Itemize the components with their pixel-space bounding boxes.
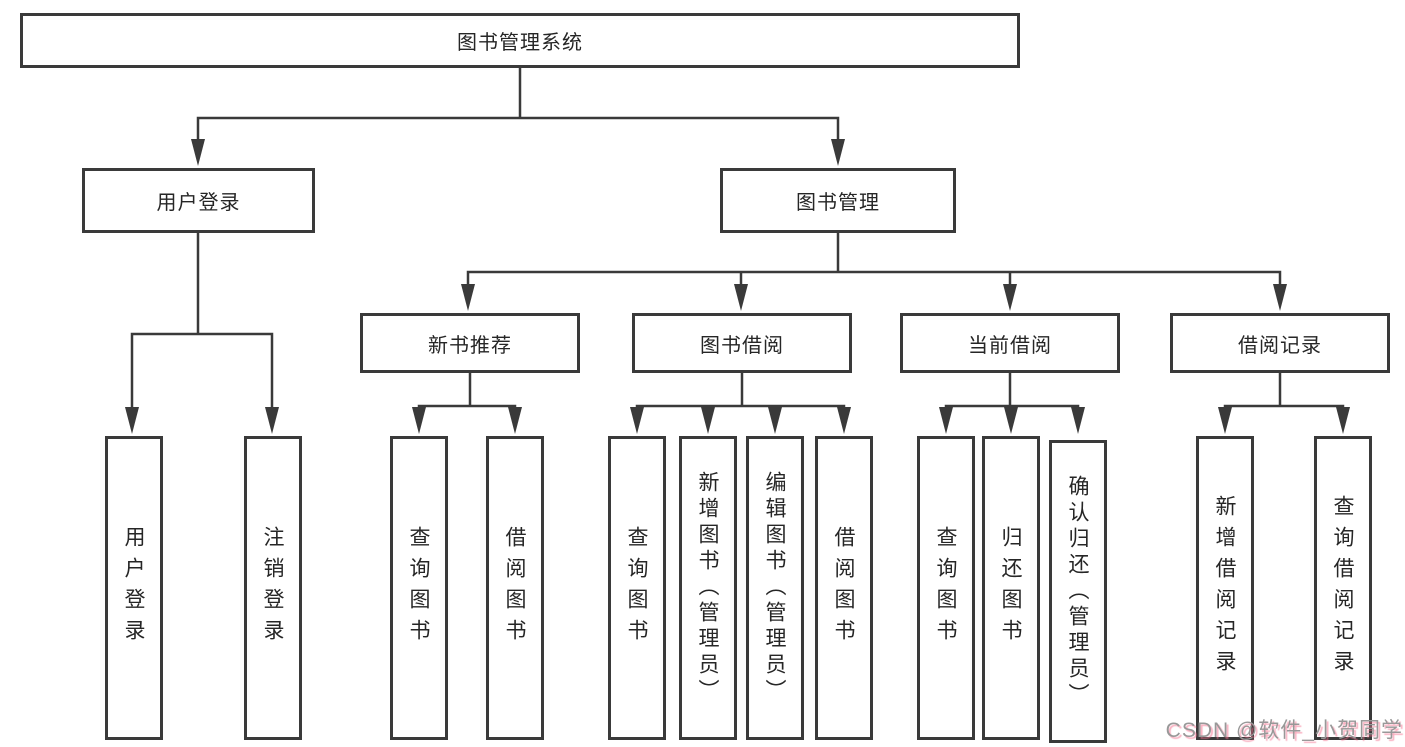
arrowhead-icon — [191, 139, 205, 166]
leaf-borrow-query-books: 查询图书 — [608, 436, 666, 740]
arrowhead-icon — [831, 139, 845, 166]
leaf-confirm-return-admin: 确认归还（管理员） — [1049, 440, 1107, 743]
arrowhead-icon — [768, 407, 782, 434]
node-book-management: 图书管理 — [720, 168, 956, 233]
leaf-recommend-query-books: 查询图书 — [390, 436, 448, 740]
node-borrowing-records: 借阅记录 — [1170, 313, 1390, 373]
arrowhead-icon — [701, 407, 715, 434]
arrowhead-icon — [1071, 407, 1085, 434]
node-root-library-system: 图书管理系统 — [20, 13, 1020, 68]
leaf-user-login: 用户登录 — [105, 436, 163, 740]
leaf-edit-books-admin: 编辑图书（管理员） — [746, 436, 804, 740]
arrowhead-icon — [1336, 407, 1350, 434]
leaf-logout: 注销登录 — [244, 436, 302, 740]
arrowhead-icon — [939, 407, 953, 434]
watermark-csdn: CSDN @软件_小贺同学 — [1165, 719, 1403, 742]
arrowhead-icon — [1003, 284, 1017, 311]
leaf-current-query-books: 查询图书 — [917, 436, 975, 740]
arrowhead-icon — [734, 284, 748, 311]
arrowhead-icon — [1004, 407, 1018, 434]
arrowhead-icon — [412, 407, 426, 434]
leaf-query-borrow-record: 查询借阅记录 — [1314, 436, 1372, 740]
leaf-add-borrow-record: 新增借阅记录 — [1196, 436, 1254, 740]
arrowhead-icon — [125, 407, 139, 434]
arrowhead-icon — [461, 284, 475, 311]
node-book-borrowing: 图书借阅 — [632, 313, 852, 373]
arrowhead-icon — [837, 407, 851, 434]
arrowhead-icon — [1218, 407, 1232, 434]
leaf-borrow-books: 借阅图书 — [815, 436, 873, 740]
leaf-return-books: 归还图书 — [982, 436, 1040, 740]
arrowhead-icon — [1273, 284, 1287, 311]
node-current-borrowing: 当前借阅 — [900, 313, 1120, 373]
tree-wires — [130, 66, 1345, 411]
arrowheads — [125, 139, 1350, 434]
node-user-login: 用户登录 — [82, 168, 315, 233]
node-new-book-recommendation: 新书推荐 — [360, 313, 580, 373]
leaf-add-books-admin: 新增图书（管理员） — [679, 436, 737, 740]
arrowhead-icon — [265, 407, 279, 434]
arrowhead-icon — [508, 407, 522, 434]
leaf-recommend-borrow-books: 借阅图书 — [486, 436, 544, 740]
arrowhead-icon — [630, 407, 644, 434]
